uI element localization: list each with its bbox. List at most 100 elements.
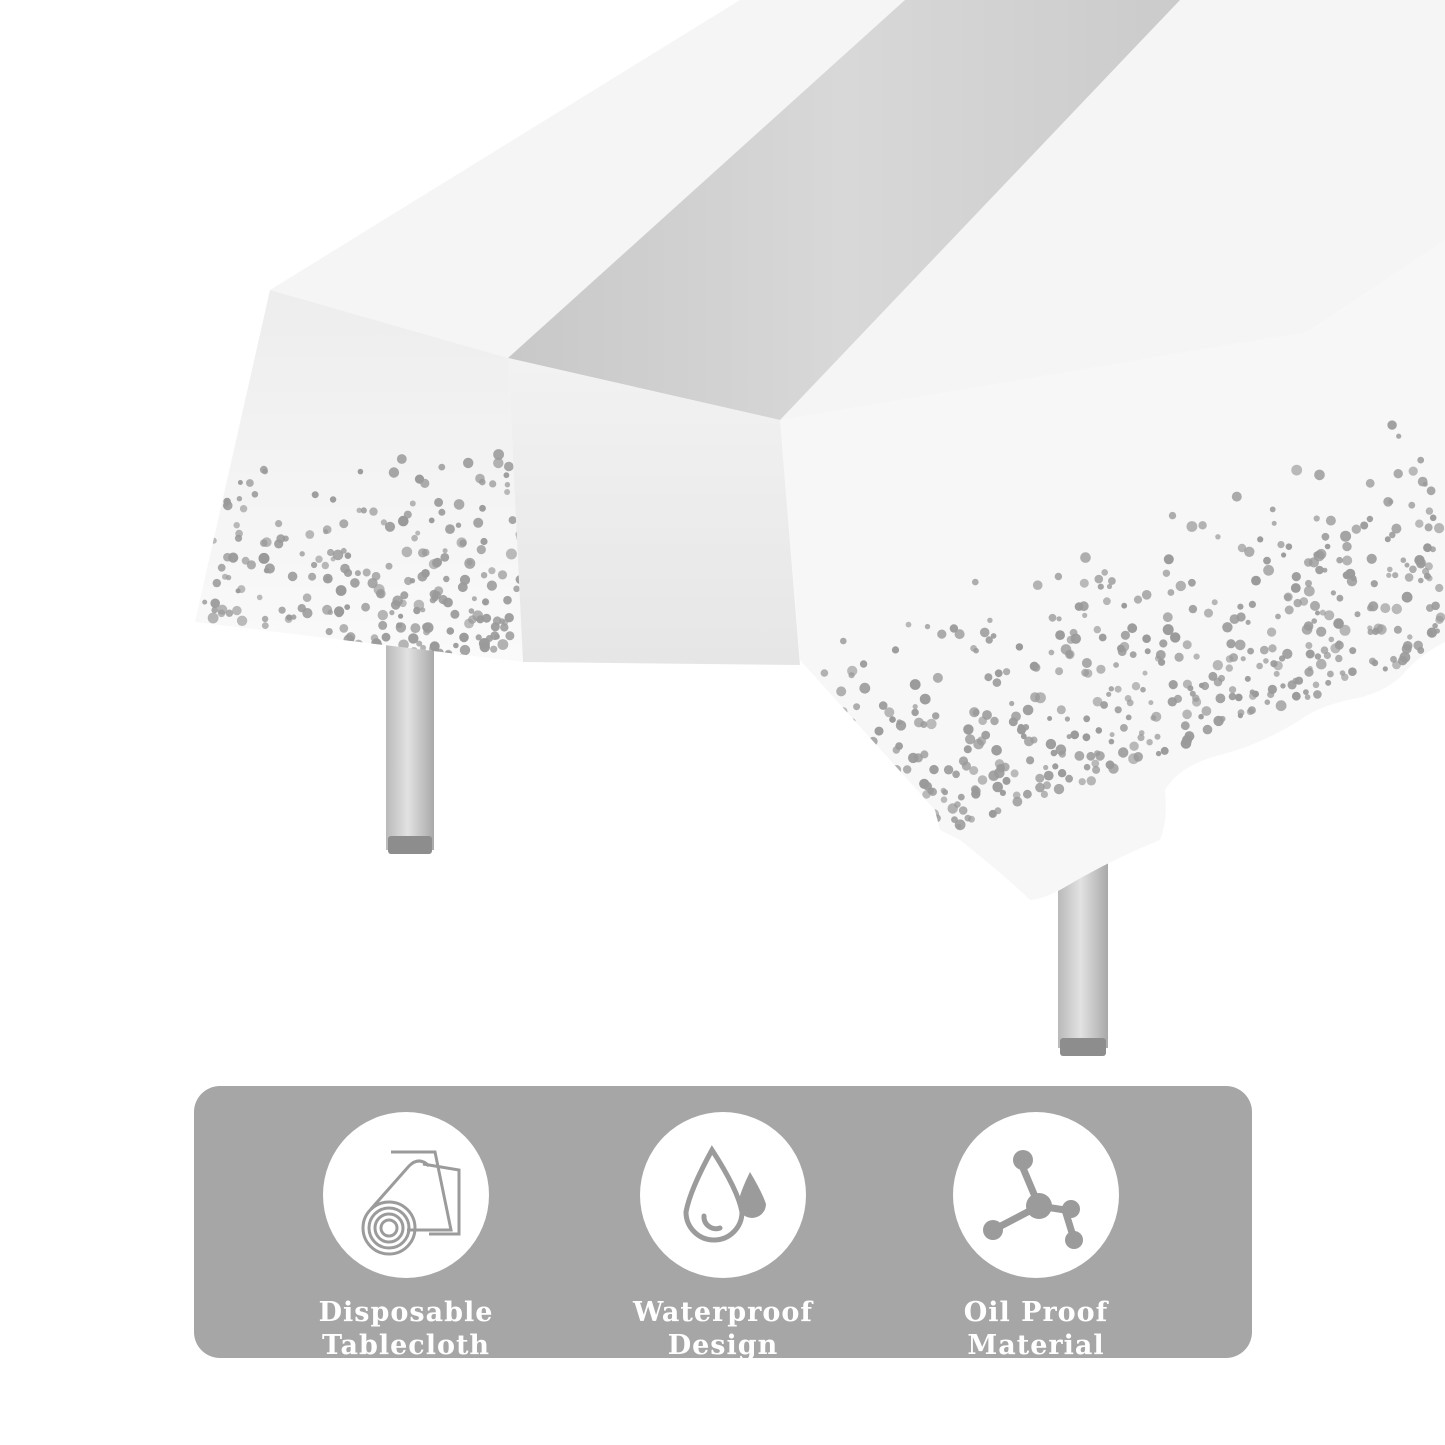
confetti-dot [853,703,861,711]
confetti-dot [1417,476,1428,487]
confetti-dot [1065,774,1073,783]
confetti-dot [1339,670,1346,676]
confetti-dot [973,647,979,654]
confetti-dot [895,720,907,731]
confetti-dot [838,722,845,729]
confetti-dot [1120,724,1128,732]
confetti-dot [389,610,395,616]
confetti-dot [1404,573,1414,582]
confetti-dot [350,578,360,588]
confetti-dot [1325,679,1332,686]
confetti-dot [390,600,401,610]
confetti-dot [371,638,382,649]
confetti-dot [311,491,319,499]
confetti-dot [1069,628,1078,637]
confetti-dot [486,580,497,591]
confetti-dot [971,786,981,796]
confetti-dot [1100,701,1108,709]
confetti-dot [891,765,902,775]
confetti-dot [892,746,900,754]
confetti-dot [1251,575,1261,586]
confetti-dot [932,712,940,720]
confetti-dot [905,621,912,628]
confetti-dot [870,769,880,779]
confetti-dot [1080,552,1091,563]
confetti-dot [505,548,517,560]
confetti-dot [913,818,925,830]
confetti-dot [847,798,853,804]
confetti-dot [1168,511,1177,520]
confetti-dot [1313,690,1322,699]
confetti-dot [1313,551,1320,558]
confetti-dot [1094,750,1101,757]
confetti-dot [479,478,486,486]
confetti-dot [308,572,317,581]
confetti-dot [1053,783,1065,795]
confetti-dot [1424,523,1433,532]
confetti-dot [1074,751,1085,761]
confetti-dot [1402,641,1413,651]
confetti-dot [1002,776,1011,785]
confetti-dot [324,644,335,655]
confetti-dot [1035,773,1045,783]
confetti-dot [212,627,222,637]
confetti-dot [199,633,210,645]
confetti-dot [310,652,321,662]
confetti-dot [1098,633,1107,642]
confetti-dot [878,772,885,778]
confetti-dot [884,769,893,777]
confetti-dot [275,520,283,528]
confetti-dot [493,449,504,460]
feature-label: Oil Proof Material [963,1297,1109,1361]
confetti-dot [339,519,349,529]
confetti-dot [987,617,993,623]
confetti-dot [863,793,875,804]
confetti-dot [264,563,275,574]
confetti-dot [340,563,350,574]
confetti-dot [504,482,511,488]
confetti-dot [1055,630,1065,640]
confetti-dot [323,529,329,535]
confetti-dot [1391,603,1403,615]
confetti-dot [1180,721,1190,731]
confetti-dot [1324,543,1331,550]
confetti-dot [1146,739,1153,746]
confetti-dot [488,567,496,575]
confetti-dot [929,764,939,775]
confetti-dot [377,609,388,621]
confetti-dot [969,707,980,718]
confetti-dot [1020,733,1027,740]
confetti-dot [798,824,808,834]
confetti-dot [339,624,349,633]
confetti-dot [969,766,979,775]
confetti-dot [278,606,286,614]
confetti-dot [1052,763,1059,770]
confetti-dot [1373,623,1384,634]
confetti-dot [1367,625,1373,631]
confetti-dot [814,790,820,796]
confetti-dot [256,594,263,601]
confetti-dot [1208,671,1218,681]
confetti-dot [827,875,837,885]
confetti-dot [990,716,999,726]
confetti-dot [1086,751,1096,761]
confetti-dot [994,669,1003,678]
confetti-dot [335,585,347,596]
confetti-dot [898,790,907,799]
confetti-dot [994,767,1005,779]
feature-circle [953,1112,1119,1278]
feature-panel: Disposable Tablecloth Waterproof Design [194,1086,1252,1361]
confetti-dot [1180,738,1192,749]
confetti-dot [504,613,514,623]
confetti-dot [1137,734,1145,742]
confetti-dot [333,606,345,617]
confetti-dot [1070,730,1080,740]
confetti-dot [1330,643,1341,654]
confetti-dot [1113,662,1119,668]
confetti-dot [1144,648,1151,655]
confetti-dot [1215,693,1226,704]
confetti-dot [1160,746,1169,755]
confetti-dot [1043,781,1051,790]
confetti-dot [1307,665,1313,672]
confetti-dot [849,718,856,725]
